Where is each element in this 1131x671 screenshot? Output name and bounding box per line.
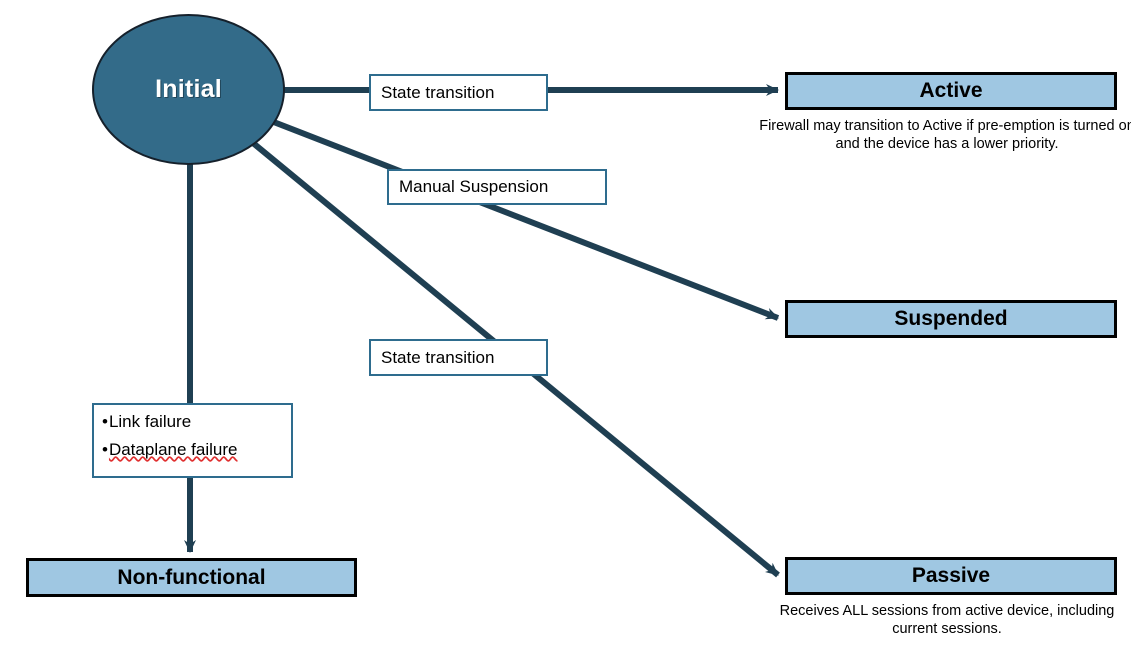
state-node-nonfunctional[interactable]: Non-functional <box>26 558 357 597</box>
state-node-suspended-label: Suspended <box>894 307 1008 330</box>
edge-label-initial-to-suspended-text: Manual Suspension <box>399 177 549 196</box>
caption-active: Firewall may transition to Active if pre… <box>759 118 1131 153</box>
caption-passive: Receives ALL sessions from active device… <box>779 603 1115 638</box>
state-node-passive[interactable]: Passive <box>785 557 1117 595</box>
state-node-suspended[interactable]: Suspended <box>785 300 1117 338</box>
edge-label-initial-to-suspended[interactable]: Manual Suspension <box>387 169 607 205</box>
edge-label-initial-to-passive[interactable]: State transition <box>369 339 548 376</box>
bullet-icon: • <box>102 412 108 431</box>
list-item: • Dataplane failure <box>102 440 291 460</box>
list-item: • Link failure <box>102 412 291 432</box>
state-node-nonfunctional-label: Non-functional <box>117 565 266 589</box>
conditions-item-link-failure: Link failure <box>108 412 192 431</box>
bullet-icon: • <box>102 440 108 459</box>
state-node-active-label: Active <box>919 79 983 102</box>
state-node-active[interactable]: Active <box>785 72 1117 110</box>
edge-label-initial-to-passive-text: State transition <box>381 347 495 367</box>
state-node-initial-label: Initial <box>155 75 222 103</box>
state-node-passive-label: Passive <box>911 564 991 587</box>
conditions-box[interactable]: • Link failure • Dataplane failure <box>92 403 293 478</box>
conditions-item-dataplane-failure: Dataplane failure <box>108 440 238 459</box>
edge-label-initial-to-active-text: State transition <box>381 82 495 102</box>
state-node-initial[interactable]: Initial <box>92 14 285 165</box>
edge-label-initial-to-active[interactable]: State transition <box>369 74 548 111</box>
edge-initial-to-suspended <box>264 116 780 321</box>
